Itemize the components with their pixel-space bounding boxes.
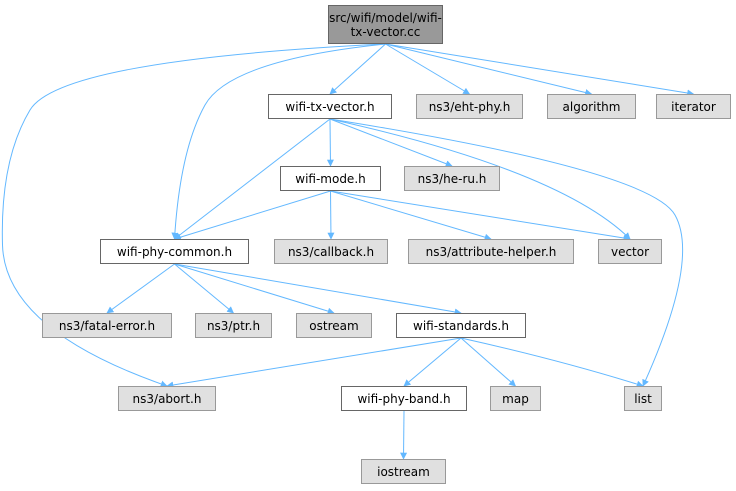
edge-root-to-eht-phy-h — [385, 43, 471, 95]
edge-wifi-phy-band-h-to-iostream — [400, 410, 408, 460]
node-label: map — [502, 391, 529, 406]
edge-wifi-mode-h-to-wifi-phy-common-h — [173, 190, 331, 241]
edge-root-to-wifi-phy-common-h — [171, 43, 386, 240]
node-label: ns3/callback.h — [287, 244, 375, 259]
node-wifi-phy-common-h[interactable]: wifi-phy-common.h — [100, 239, 249, 264]
node-label: ns3/abort.h — [132, 391, 202, 406]
node-label: ns3/eht-phy.h — [428, 99, 511, 114]
node-he-ru-h[interactable]: ns3/he-ru.h — [404, 166, 500, 191]
node-label: ns3/fatal-error.h — [58, 318, 156, 333]
edge-wifi-phy-common-h-to-ptr-h — [174, 263, 235, 314]
edge-wifi-tx-vector-h-to-list — [329, 118, 684, 387]
node-label: wifi-tx-vector.h — [285, 99, 375, 114]
node-label: ostream — [309, 318, 359, 333]
node-vector[interactable]: vector — [598, 239, 662, 264]
node-wifi-standards-h[interactable]: wifi-standards.h — [396, 313, 526, 338]
node-callback-h[interactable]: ns3/callback.h — [274, 239, 388, 264]
edge-root-to-iterator — [385, 43, 695, 97]
node-ptr-h[interactable]: ns3/ptr.h — [195, 313, 272, 338]
node-root-file[interactable]: src/wifi/model/wifi-tx-vector.cc — [328, 5, 443, 44]
node-label: wifi-mode.h — [295, 171, 366, 186]
edge-wifi-phy-common-h-to-fatal-error-h — [106, 263, 175, 314]
node-label: iostream — [377, 464, 430, 479]
edge-wifi-mode-h-to-attribute-helper-h — [330, 190, 492, 241]
edge-wifi-tx-vector-h-to-he-ru-h — [329, 118, 453, 168]
edge-wifi-tx-vector-h-to-wifi-phy-common-h — [173, 118, 331, 240]
node-ostream[interactable]: ostream — [296, 313, 372, 338]
node-wifi-tx-vector-h[interactable]: wifi-tx-vector.h — [268, 94, 392, 119]
node-algorithm[interactable]: algorithm — [547, 94, 636, 119]
node-label: list — [634, 391, 652, 406]
edge-wifi-standards-h-to-list — [460, 337, 644, 388]
edge-wifi-tx-vector-h-to-wifi-mode-h — [326, 118, 334, 167]
node-map[interactable]: map — [490, 386, 541, 411]
edge-wifi-phy-common-h-to-ostream — [174, 263, 335, 315]
edge-wifi-tx-vector-h-to-vector — [329, 118, 631, 240]
edge-wifi-phy-common-h-to-wifi-standards-h — [174, 263, 462, 316]
node-label: wifi-standards.h — [413, 318, 509, 333]
edge-wifi-standards-h-to-wifi-phy-band-h — [403, 337, 462, 387]
node-list[interactable]: list — [624, 386, 662, 411]
node-label: iterator — [671, 99, 716, 114]
node-label: wifi-phy-common.h — [116, 244, 233, 259]
edge-wifi-mode-h-to-vector — [330, 190, 631, 242]
edge-root-to-wifi-tx-vector-h — [329, 43, 386, 95]
node-iterator[interactable]: iterator — [656, 94, 731, 119]
node-abort-h[interactable]: ns3/abort.h — [118, 386, 216, 411]
node-label: src/wifi/model/wifi-tx-vector.cc — [329, 10, 442, 39]
node-iostream[interactable]: iostream — [361, 459, 446, 484]
node-label: algorithm — [562, 99, 621, 114]
node-label: wifi-phy-band.h — [357, 391, 451, 406]
node-label: vector — [610, 244, 650, 259]
node-label: ns3/ptr.h — [206, 318, 261, 333]
edge-wifi-mode-h-to-callback-h — [327, 190, 335, 240]
edge-wifi-standards-h-to-abort-h — [166, 337, 462, 389]
node-fatal-error-h[interactable]: ns3/fatal-error.h — [42, 313, 172, 338]
edge-root-to-algorithm — [385, 43, 593, 96]
edge-wifi-standards-h-to-map — [460, 337, 517, 387]
node-attribute-helper-h[interactable]: ns3/attribute-helper.h — [408, 239, 574, 264]
node-wifi-mode-h[interactable]: wifi-mode.h — [280, 166, 381, 191]
node-label: ns3/attribute-helper.h — [425, 244, 557, 259]
node-eht-phy-h[interactable]: ns3/eht-phy.h — [416, 94, 523, 119]
node-label: ns3/he-ru.h — [417, 171, 487, 186]
node-wifi-phy-band-h[interactable]: wifi-phy-band.h — [341, 386, 467, 411]
